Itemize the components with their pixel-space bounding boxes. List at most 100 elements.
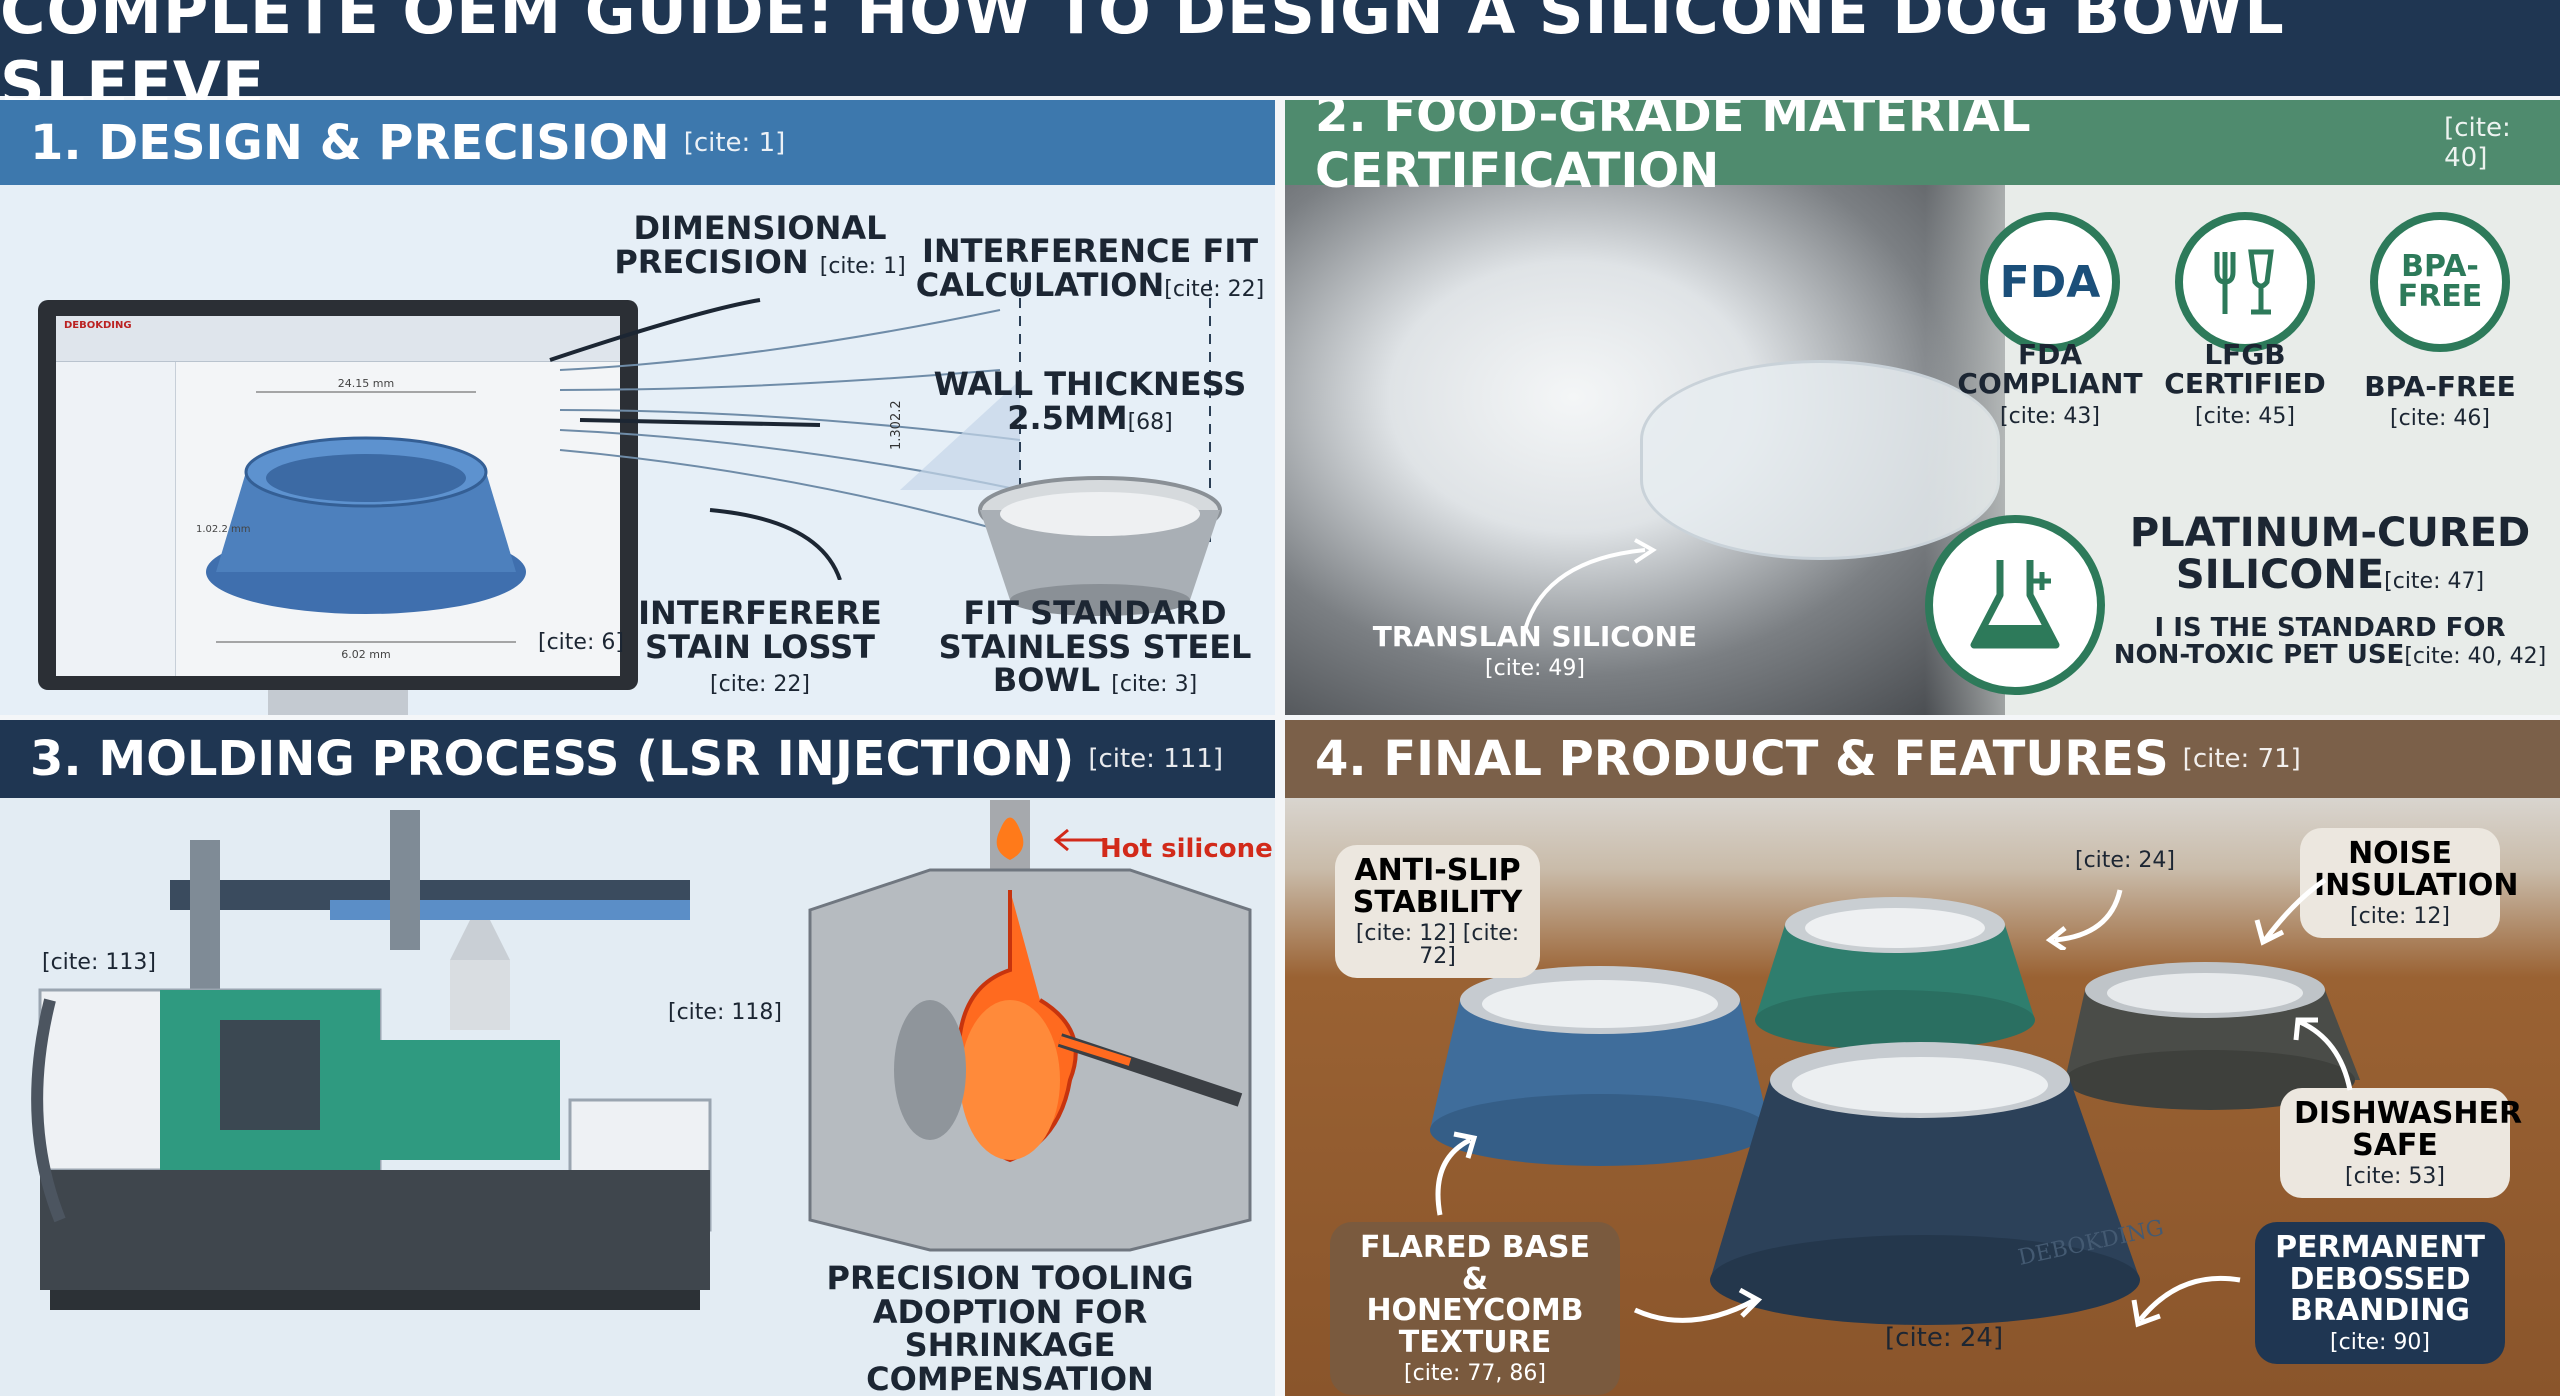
- callout-flared-cite: [cite: 77, 86]: [1404, 1361, 1546, 1386]
- flask-icon: [1925, 515, 2105, 695]
- label-dimensional-text: DIMENSIONAL PRECISION: [614, 209, 887, 281]
- label-interference-text: INTERFERENCE FIT CALCULATION: [915, 232, 1259, 304]
- label-wall-cite: [68]: [1127, 409, 1173, 435]
- callout-dishwasher-cite: [cite: 53]: [2345, 1164, 2445, 1189]
- callout-antislip: ANTI-SLIP STABILITY [cite: 12] [cite: 72…: [1335, 845, 1540, 979]
- callout-noise: NOISE INSULATION [cite: 12]: [2300, 828, 2518, 939]
- label-fit-text: FIT STANDARD STAINLESS STEEL BOWL: [938, 594, 1252, 700]
- badge-label-bpa: BPA-FREE [cite: 46]: [2335, 372, 2545, 431]
- cad-feature-tree: [56, 362, 176, 676]
- arrow-top: [2045, 889, 2123, 950]
- label-wall: WALL THICKNESS 2.5MM[68]: [920, 365, 1260, 437]
- callout-branding: PERMANENT DEBOSSED BRANDING [cite: 90]: [2255, 1222, 2505, 1364]
- callout-noise-cite: [cite: 12]: [2350, 904, 2450, 929]
- dim-wall: 1.302.2: [889, 400, 904, 450]
- fork-glass-icon: [2175, 212, 2315, 352]
- badge-label-lfgb-text: LFGB CERTIFIED: [2164, 338, 2326, 401]
- heading-text: 3. MOLDING PROCESS (LSR INJECTION): [30, 731, 1075, 787]
- label-dimensional: DIMENSIONAL PRECISION [cite: 1]: [600, 209, 920, 281]
- panel-heading: 2. FOOD-GRADE MATERIAL CERTIFICATION [ci…: [1285, 100, 2560, 199]
- panel-heading: 1. DESIGN & PRECISION [cite: 1]: [0, 100, 1275, 185]
- tooling-label: PRECISION TOOLING ADOPTION FOR SHRINKAGE…: [826, 1259, 1194, 1396]
- cad-logo: DEBOKDING: [64, 320, 132, 331]
- cad-monitor: DEBOKDING 24.15 mm 6.02 mm 1.02.2 mm: [38, 300, 638, 715]
- arrow-noise: [2254, 877, 2327, 946]
- badge-label-fda-text: FDA COMPLIANT: [1957, 338, 2143, 401]
- stainless-bowl-image: [978, 476, 1222, 616]
- heading-text: 2. FOOD-GRADE MATERIAL CERTIFICATION: [1315, 100, 2031, 199]
- panel-material-certification: 2. FOOD-GRADE MATERIAL CERTIFICATION [ci…: [1285, 100, 2560, 715]
- platinum-title-cite: [cite: 47]: [2384, 569, 2485, 594]
- mold-cutaway-image: [808, 800, 1252, 1252]
- callout-branding-cite: [cite: 90]: [2330, 1329, 2430, 1355]
- arrow-flared-right: [1633, 1287, 1763, 1323]
- callout-antislip-text: ANTI-SLIP STABILITY: [1352, 853, 1523, 920]
- dim-bottom: 6.02 mm: [341, 648, 390, 661]
- dimension-lines: 1.302.2: [549, 280, 1211, 580]
- label-stain-text: INTERFERERE STAIN LOSST: [638, 594, 882, 666]
- cad-bowl-model: 24.15 mm 6.02 mm 1.02.2 mm: [196, 377, 526, 661]
- badge-label-lfgb-cite: [cite: 45]: [2195, 403, 2295, 429]
- badge-label-fda-cite: [cite: 43]: [2000, 403, 2100, 429]
- translan-label-text: TRANSLAN SILICONE: [1372, 620, 1698, 653]
- flask-glyph: [1970, 560, 2060, 649]
- hot-silicone-label: Hot silicone: [1100, 834, 1273, 864]
- label-stain: INTERFERERE STAIN LOSST [cite: 22]: [620, 594, 900, 698]
- fda-icon: FDA: [1980, 212, 2120, 352]
- fork-glass-glyph: [2214, 249, 2274, 315]
- label-wall-text: WALL THICKNESS 2.5MM: [933, 365, 1247, 437]
- badge-label-fda: FDA COMPLIANT[cite: 43]: [1945, 340, 2155, 428]
- platinum-sub-cite: [cite: 40, 42]: [2404, 644, 2547, 670]
- monitor-frame: DEBOKDING 24.15 mm 6.02 mm 1.02.2 mm: [38, 300, 638, 690]
- hopper-cite: [cite: 118]: [668, 1000, 782, 1025]
- callout-flared: FLARED BASE & HONEYCOMB TEXTURE [cite: 7…: [1330, 1222, 1620, 1396]
- platinum-title: PLATINUM-CURED SILICONE[cite: 47]: [2105, 512, 2555, 596]
- label-fit: FIT STANDARD STAINLESS STEEL BOWL [cite:…: [930, 594, 1260, 700]
- dim-side: 1.02.2 mm: [196, 524, 250, 535]
- label-interference: INTERFERENCE FIT CALCULATION[cite: 22]: [900, 232, 1275, 304]
- heading-cite: [cite: 1]: [683, 127, 786, 158]
- badge-label-bpa-text: BPA-FREE: [2364, 370, 2516, 403]
- cad-screen: DEBOKDING 24.15 mm 6.02 mm 1.02.2 mm: [56, 316, 620, 676]
- arrow-dishwasher: [2293, 1017, 2353, 1091]
- callout-flared-text: FLARED BASE & HONEYCOMB TEXTURE: [1360, 1230, 1590, 1360]
- panel-design-precision: 1. DESIGN & PRECISION [cite: 1] DEBOKDIN…: [0, 100, 1275, 715]
- translan-label: TRANSLAN SILICONE [cite: 49]: [1325, 622, 1745, 681]
- page-title: COMPLETE OEM GUIDE: HOW TO DESIGN A SILI…: [0, 0, 2560, 121]
- monitor-stand: [268, 690, 408, 715]
- cite-top: [cite: 24]: [2075, 848, 2175, 873]
- callout-antislip-cite: [cite: 12] [cite: 72]: [1355, 921, 1520, 970]
- panel-heading: 4. FINAL PRODUCT & FEATURES [cite: 71]: [1285, 720, 2560, 798]
- callout-dishwasher-text: DISHWASHER SAFE: [2294, 1096, 2523, 1163]
- platinum-sub-text: I IS THE STANDARD FOR NON-TOXIC PET USE: [2113, 613, 2506, 671]
- callout-noise-text: NOISE INSULATION: [2314, 836, 2519, 903]
- injection-machine-image: [31, 810, 712, 1310]
- heading-text: 4. FINAL PRODUCT & FEATURES: [1315, 731, 2169, 787]
- translan-arrow: [1523, 538, 1657, 631]
- monitor-cite: [cite: 6]: [538, 630, 624, 655]
- label-dimensional-cite: [cite: 1]: [819, 253, 906, 279]
- heading-text: 1. DESIGN & PRECISION: [30, 114, 670, 171]
- label-stain-cite: [cite: 22]: [710, 672, 810, 698]
- platinum-title-text: PLATINUM-CURED SILICONE: [2129, 510, 2531, 598]
- bpa-icon-text: BPA- FREE: [2397, 249, 2483, 314]
- callout-branding-text: PERMANENT DEBOSSED BRANDING: [2275, 1230, 2485, 1328]
- platinum-sub: I IS THE STANDARD FOR NON-TOXIC PET USE[…: [2095, 613, 2560, 671]
- panel-heading: 3. MOLDING PROCESS (LSR INJECTION) [cite…: [0, 720, 1275, 798]
- translan-label-cite: [cite: 49]: [1485, 656, 1585, 682]
- badge-label-bpa-cite: [cite: 46]: [2390, 406, 2490, 432]
- bpa-free-icon: BPA- FREE: [2370, 212, 2510, 352]
- fda-icon-text: FDA: [1999, 256, 2101, 308]
- heading-cite: [cite: 111]: [1088, 744, 1223, 774]
- product-bowls-image: DEBOKDING: [1430, 897, 2360, 1325]
- heading-cite: [cite: 71]: [2182, 744, 2301, 774]
- cad-toolbar: DEBOKDING: [56, 316, 620, 362]
- dim-top: 24.15 mm: [338, 377, 394, 390]
- heading-cite: [cite: 40]: [2444, 112, 2511, 173]
- label-fit-cite: [cite: 3]: [1111, 672, 1198, 698]
- hot-arrow: [1053, 828, 1105, 852]
- badge-label-lfgb: LFGB CERTIFIED[cite: 45]: [2140, 340, 2350, 428]
- callout-dishwasher: DISHWASHER SAFE [cite: 53]: [2280, 1088, 2522, 1199]
- label-interference-cite: [cite: 22]: [1164, 276, 1265, 302]
- machine-cite: [cite: 113]: [42, 950, 156, 975]
